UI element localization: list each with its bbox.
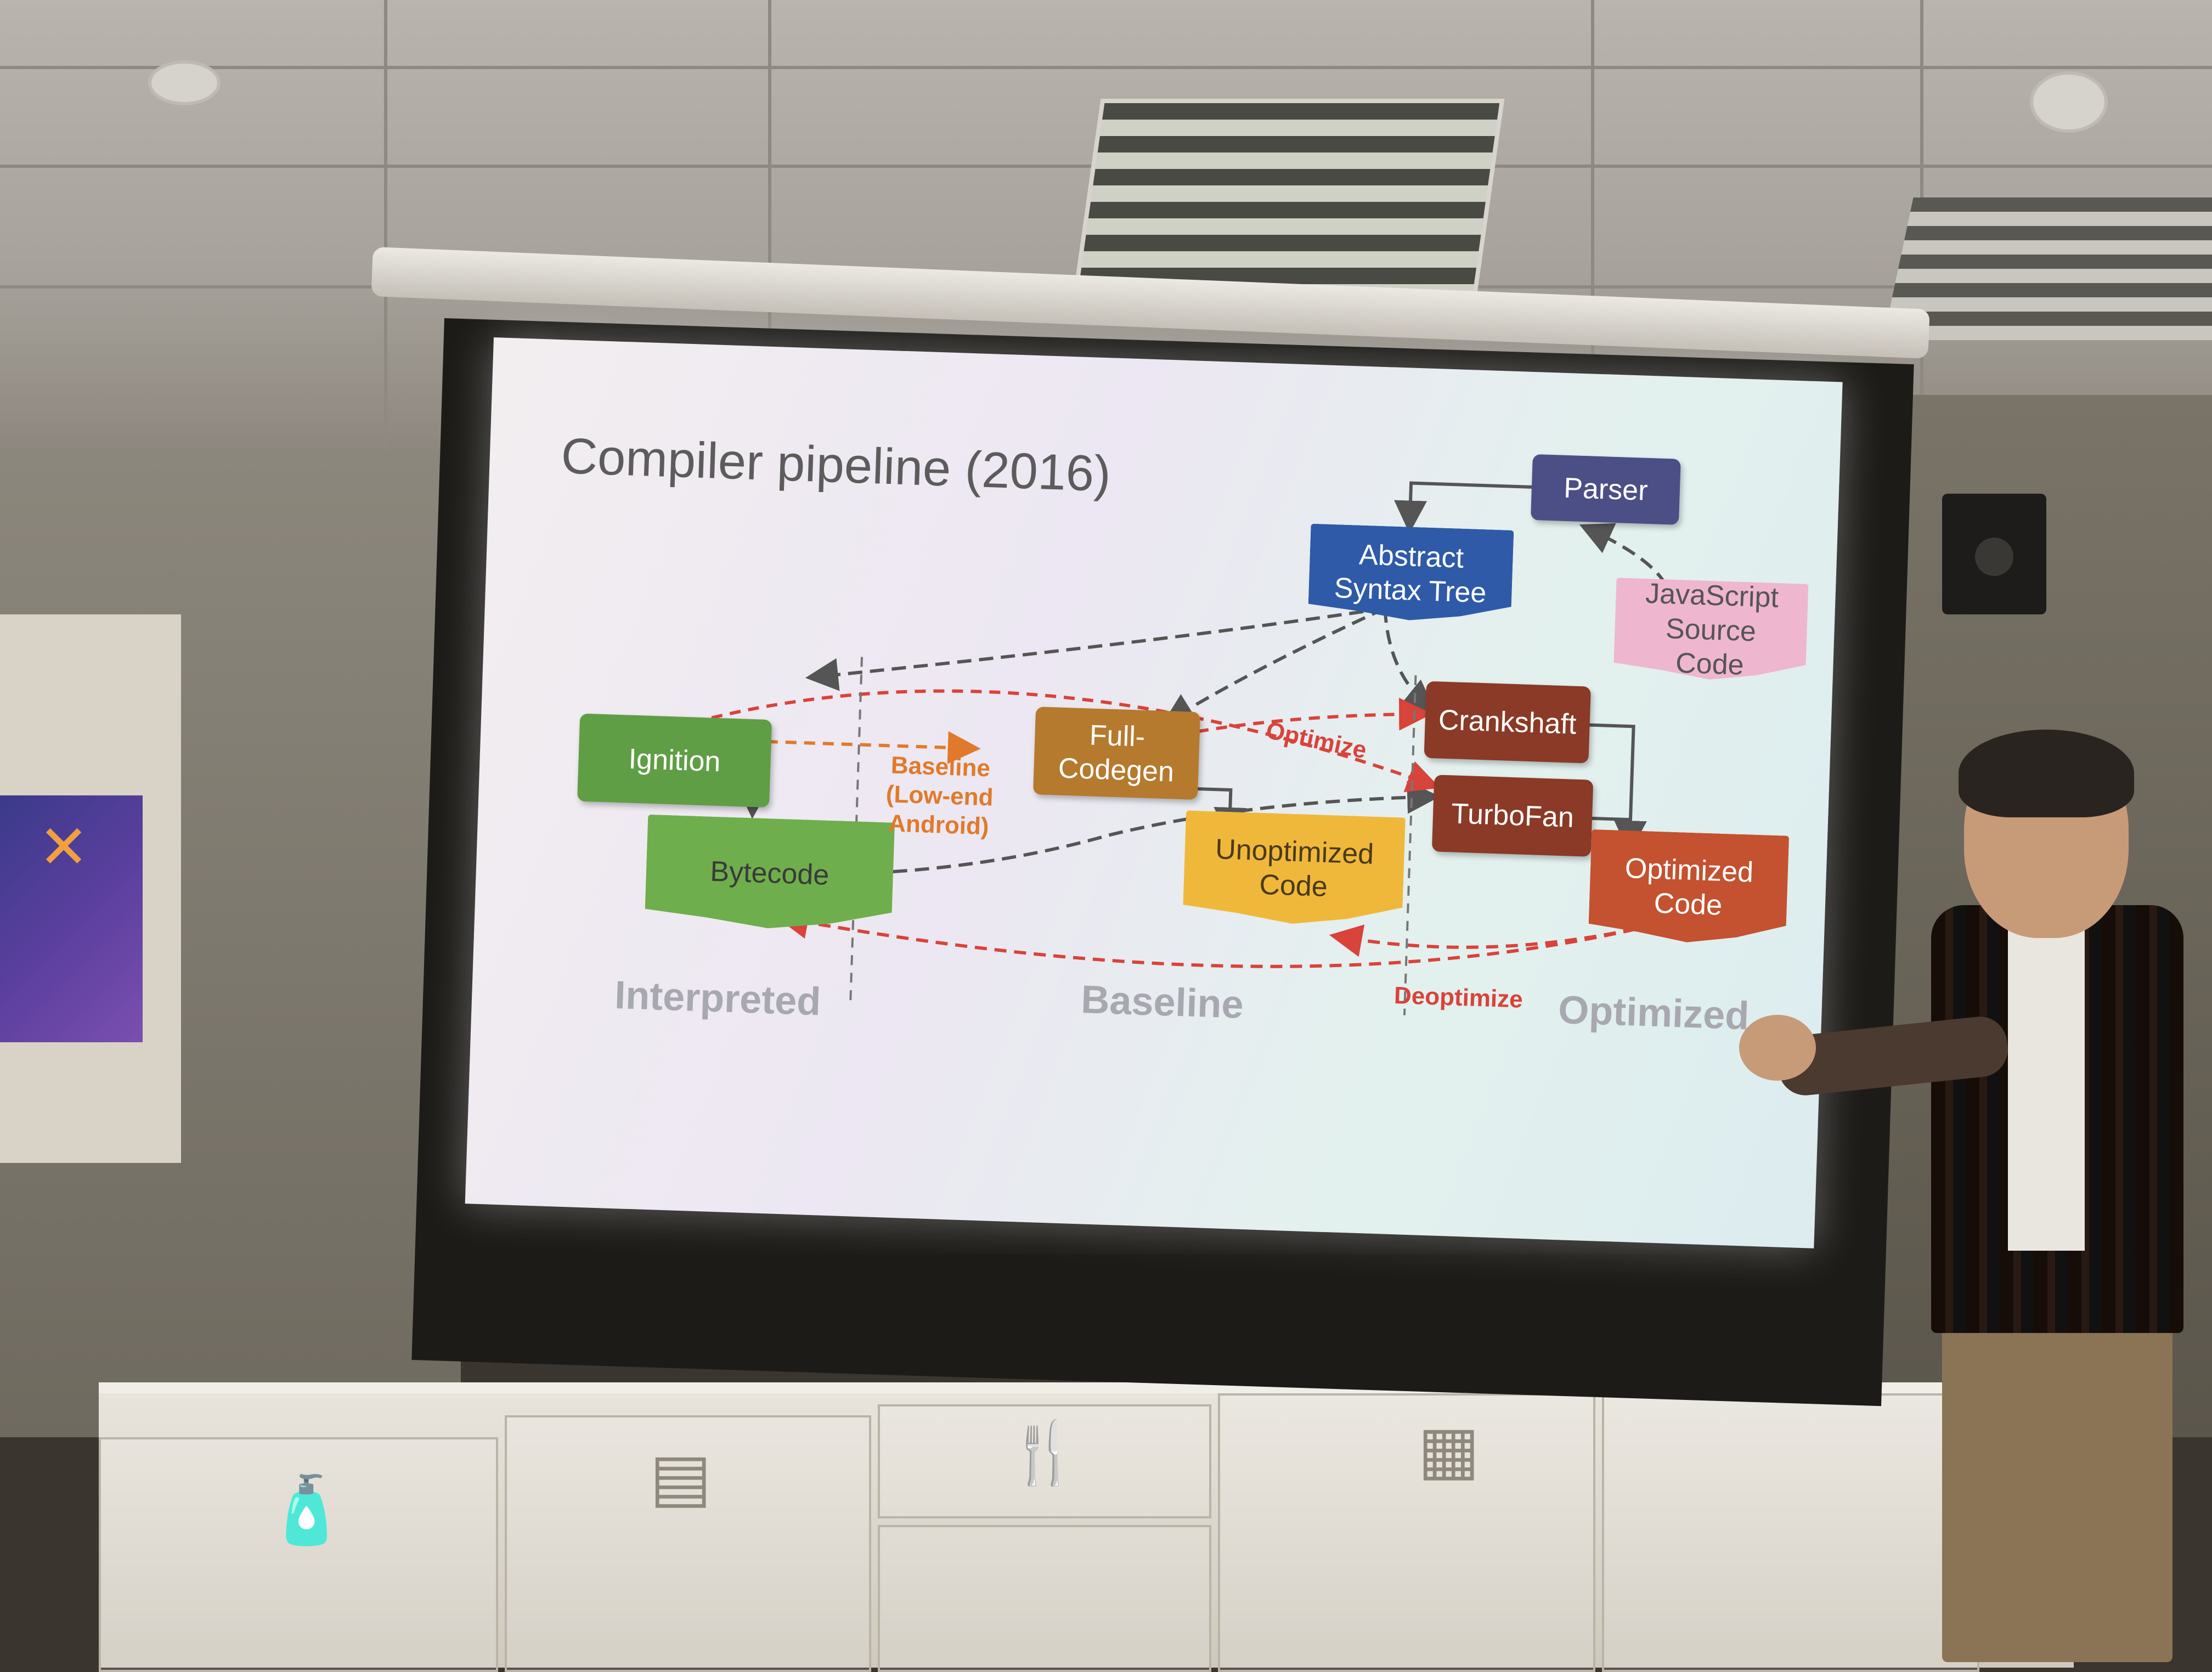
- food-box-icon: ▦: [1418, 1413, 1480, 1487]
- cabinet-door: ▤: [505, 1415, 871, 1672]
- arrow-ast-to-fullcodegen: [1161, 607, 1386, 726]
- arrow-source-to-parser: [1579, 523, 1667, 586]
- ceiling-round-vent: [2030, 71, 2108, 133]
- band-baseline: Baseline: [1080, 978, 1244, 1027]
- arrow-fullcodegen-to-crankshaft: [1160, 697, 1432, 740]
- kitchen-counter: 🧴 ▤ 🍴 ▦: [99, 1393, 2074, 1672]
- poster-x-glyph: ✕: [38, 814, 89, 881]
- arrow-parser-to-ast: [1394, 481, 1532, 534]
- presenter-pants: [1942, 1322, 2172, 1662]
- dishwasher-icon: ▤: [650, 1441, 712, 1514]
- arrow-ast-to-ignition: [805, 607, 1385, 691]
- cabinet-door: [878, 1525, 1211, 1672]
- cabinet-door: [1602, 1393, 1979, 1672]
- wall-poster: ✕: [0, 795, 143, 1042]
- label-baseline-low-end-android: Baseline (Low-end Android): [885, 752, 994, 840]
- ceiling-tile-line: [0, 66, 2212, 69]
- band-interpreted: Interpreted: [614, 973, 822, 1024]
- cleaning-spray-icon: 🧴: [266, 1473, 348, 1547]
- ceiling-tile-line: [384, 0, 387, 450]
- presenter-hand: [1739, 1015, 1816, 1081]
- node-full-codegen: Full-Codegen: [1032, 707, 1201, 800]
- node-optimized-code: Optimized Code: [1588, 829, 1789, 946]
- speaker-cone: [1975, 538, 2013, 576]
- node-javascript-source: JavaScript Source Code: [1613, 578, 1809, 683]
- cabinet-door: ▦: [1218, 1393, 1595, 1672]
- node-ignition: Ignition: [577, 713, 772, 808]
- ceiling-light-grille: [1071, 99, 1505, 305]
- ceiling-round-vent: [148, 60, 221, 105]
- ceiling-vent-grille: [1883, 197, 2212, 340]
- presenter-hair: [1959, 730, 2134, 817]
- pipeline-arrows: [710, 481, 1667, 1015]
- band-divider-2: [1403, 675, 1417, 1015]
- arrow-ignition-to-turbofan: [711, 689, 1441, 793]
- node-parser: Parser: [1531, 454, 1681, 525]
- cutlery-icon: 🍴: [1006, 1419, 1081, 1487]
- node-turbofan: TurboFan: [1431, 775, 1594, 857]
- node-crankshaft: Crankshaft: [1424, 681, 1591, 764]
- cabinet-door: 🧴: [99, 1437, 498, 1672]
- band-optimized: Optimized: [1558, 988, 1750, 1038]
- ceiling-tile-line: [768, 0, 771, 450]
- presenter-tshirt: [2008, 922, 2085, 1251]
- ceiling-tile-line: [1591, 0, 1594, 450]
- presenter: [1739, 730, 2205, 1662]
- label-deoptimize: Deoptimize: [1393, 982, 1523, 1013]
- cutlery-drawer: 🍴: [878, 1404, 1211, 1518]
- presentation-slide: Compiler pipeline (2016): [465, 337, 1843, 1249]
- arrow-deoptimize-to-unoptimized: [1329, 923, 1655, 957]
- arrow-deoptimize-to-bytecode: [775, 906, 1655, 968]
